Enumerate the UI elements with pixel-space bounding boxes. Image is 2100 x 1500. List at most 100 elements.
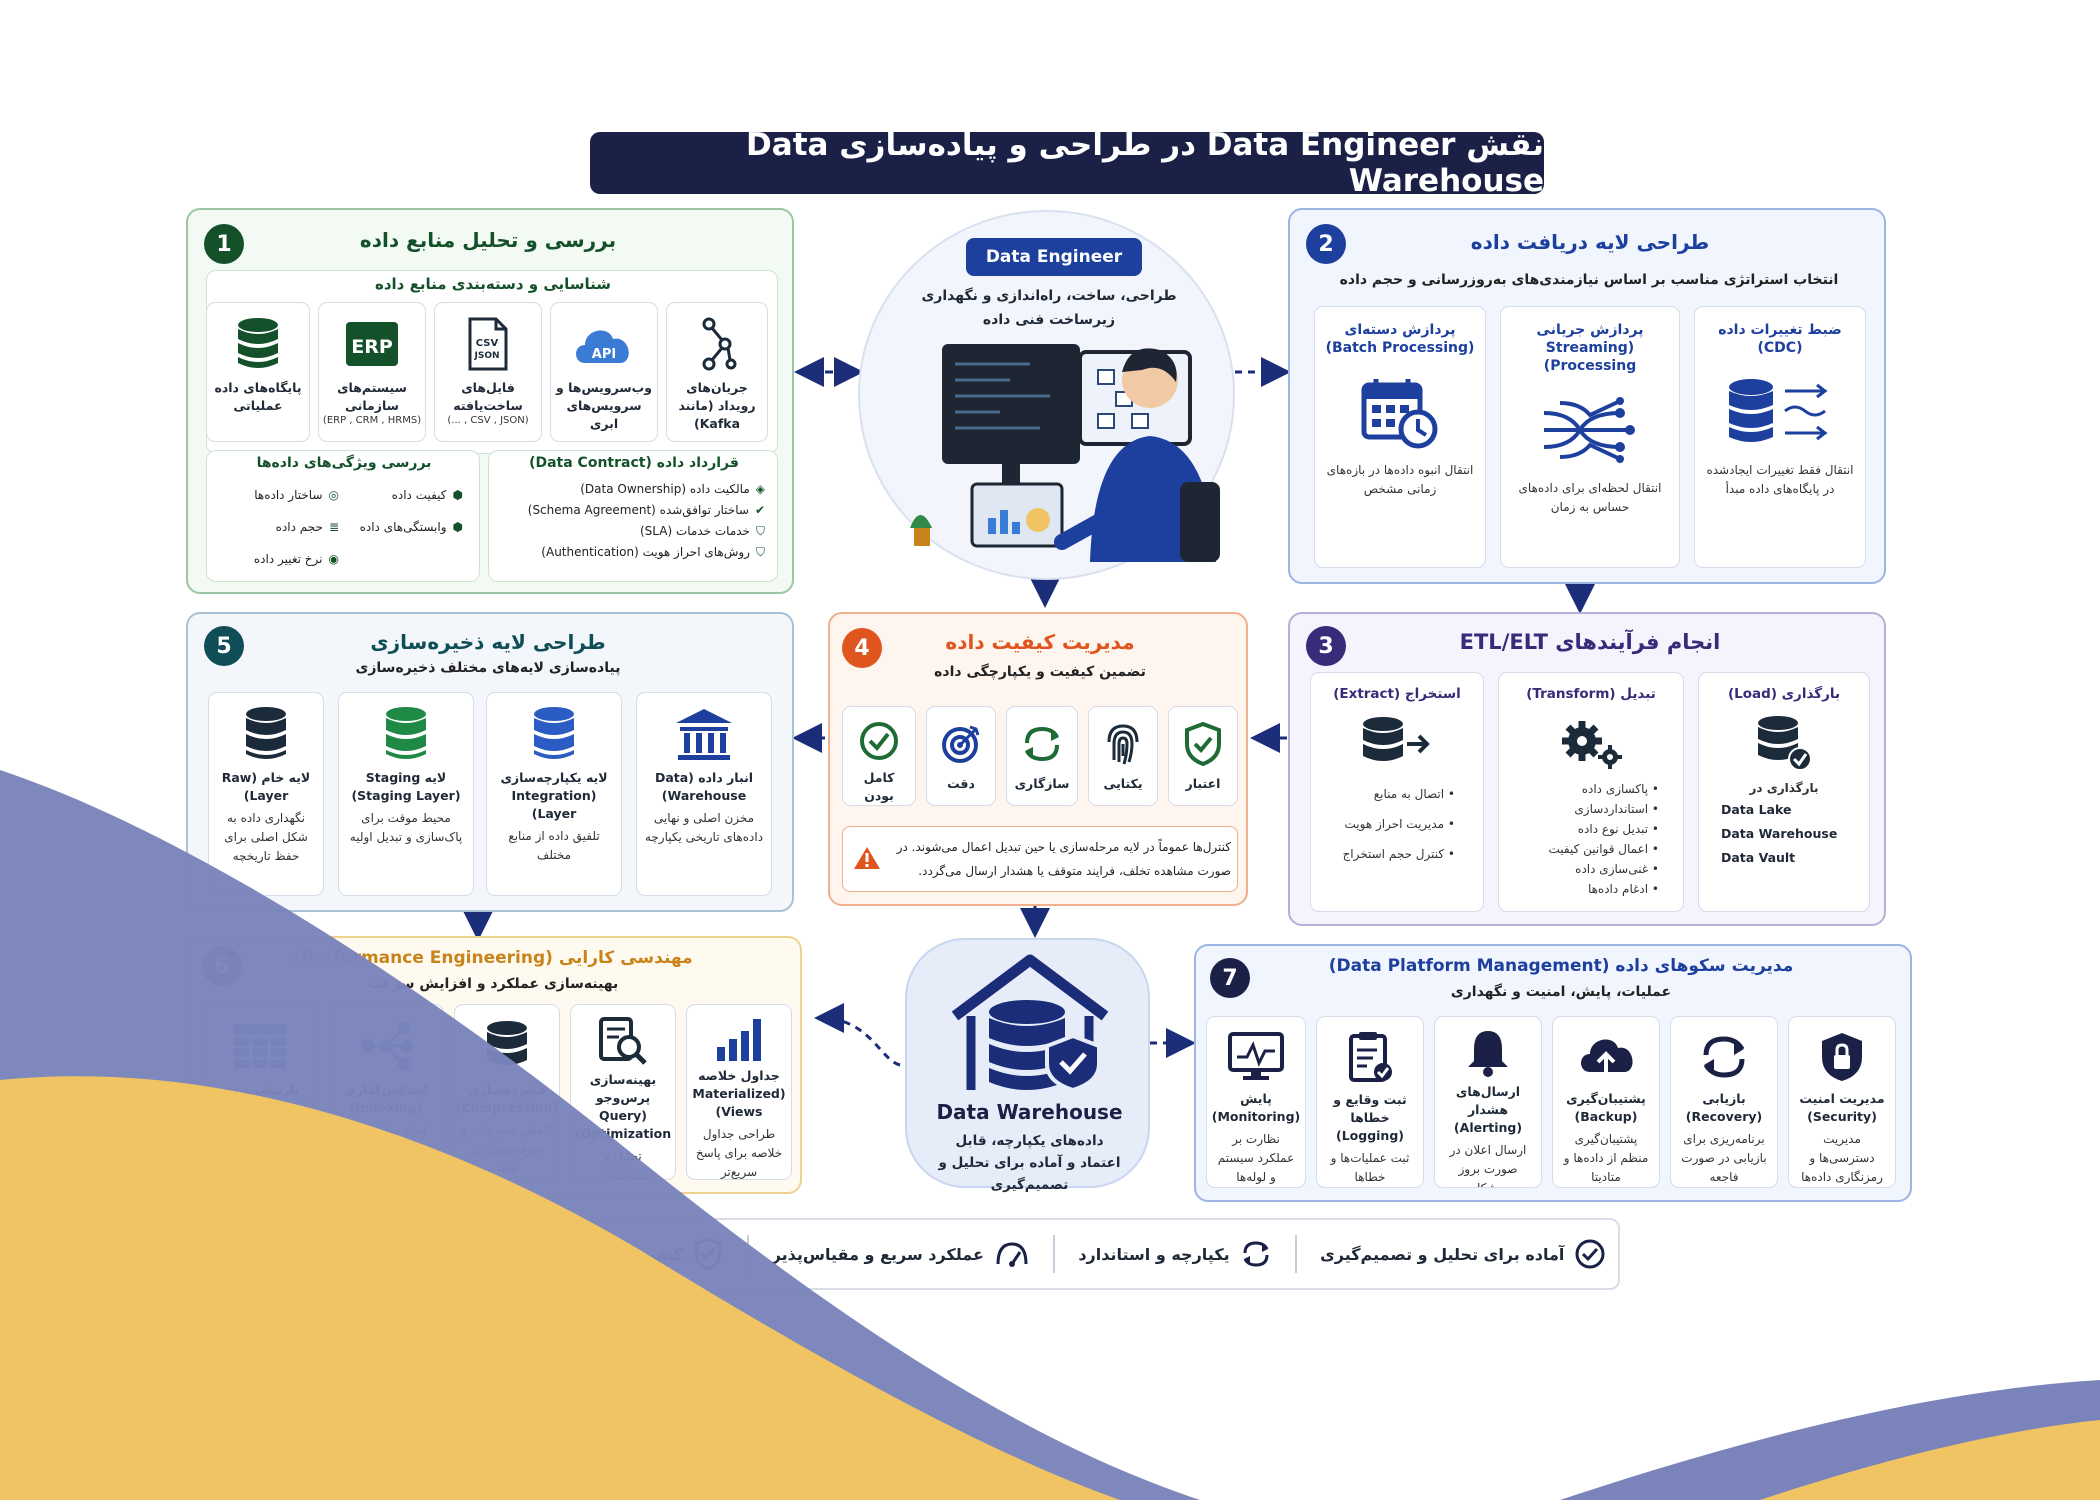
panel-title: طراحی لایه دریافت داده: [1470, 230, 1710, 254]
platform-card-security: مدیریت امنیت (Security)مدیریت دسترسی‌ها …: [1788, 1016, 1896, 1188]
perf-card-compression: فشرده‌سازی (Compression)کاهش حجم داده و …: [454, 1004, 560, 1180]
warehouse-description: داده‌های یکپارچه، قابل اعتماد و آماده بر…: [938, 1133, 1121, 1193]
quality-card-consistency: سازگاری: [1006, 706, 1078, 806]
panel-title: انجام فرآیندهای ETL/ELT: [1459, 630, 1721, 654]
compression-db-icon: [487, 1021, 527, 1065]
event-stream-icon: [702, 317, 737, 371]
panel-platform-management: 7 مدیریت سکوهای داده (Data Platform Mana…: [1194, 944, 1912, 1202]
transform-step: • اعمال قوانین کیفیت: [1548, 842, 1659, 856]
platform-card-monitoring: پایش (Monitoring)نظارت بر عملکرد سیستم و…: [1206, 1016, 1306, 1188]
panel-subtitle: پیاده‌سازی لایه‌های مختلف ذخیره‌سازی: [355, 660, 621, 676]
panel-number: 5: [204, 626, 244, 666]
cdc-icon: [1729, 379, 1828, 442]
sync-icon: [1025, 726, 1059, 762]
query-search-icon: [599, 1017, 647, 1065]
bar-chart-icon: [717, 1019, 761, 1061]
extract-step: • کنترل حجم استخراج: [1342, 847, 1455, 861]
check-circle-icon: [860, 722, 898, 760]
panel-etl-elt: 3 انجام فرآیندهای ETL/ELT بارگذاری (Load…: [1288, 612, 1886, 926]
panel-subtitle: انتخاب استراتژی مناسب بر اساس نیازمندی‌ه…: [1339, 272, 1839, 288]
divider: [1294, 1235, 1297, 1273]
quality-card-validity: اعتبار: [1168, 706, 1238, 806]
ingestion-card-streaming: پردازش جریانی (Streaming Processing) انت…: [1500, 306, 1680, 568]
divider: [1053, 1235, 1056, 1273]
erp-icon: ERP: [346, 322, 398, 366]
shield-check-icon: [1185, 722, 1221, 766]
benefit-item: یکپارچه و استاندارد: [1078, 1238, 1271, 1270]
warehouse-building-icon: [676, 709, 732, 760]
shield-check-icon: [694, 1237, 722, 1271]
benefit-item: کیفیت بالا و قابل اعتماد: [492, 1237, 724, 1271]
prop-item: ◉نرخ تغییر داده: [253, 552, 339, 566]
quality-card-uniqueness: یکتایی: [1088, 706, 1158, 806]
platform-card-alerting: ارسال‌های هشدار (Alerting)ارسال اعلان در…: [1434, 1016, 1542, 1188]
panel-number: 2: [1306, 224, 1346, 264]
extract-database-icon: [1363, 717, 1430, 761]
engineer-description: طراحی، ساخت، راه‌اندازی و نگهداری زیرساخ…: [921, 288, 1177, 328]
contract-item: ⛉خدمات خدمات (SLA): [639, 524, 765, 538]
svg-text:ERP: ERP: [351, 336, 393, 358]
storage-card-integration: لایه یکپارچه‌سازی (Integration Layer) تل…: [486, 692, 622, 896]
perf-card-materialized-views: جداول خلاصه (Materialized Views)طراحی جد…: [686, 1004, 792, 1180]
quality-card-accuracy: دقت: [926, 706, 996, 806]
storage-card-raw: لایه خام (Raw Layer) نگهداری داده به شکل…: [208, 692, 324, 896]
data-warehouse-hub: Data Warehouse داده‌های یکپارچه، قابل اع…: [905, 938, 1150, 1193]
speedometer-icon: [996, 1242, 1028, 1267]
source-card-operational-db: پایگاه‌های داده عملیاتی: [206, 302, 310, 442]
warehouse-shield-icon: [951, 954, 1109, 1093]
ingestion-card-batch: پردازش دسته‌ای (Batch Processing) انتقال…: [1314, 306, 1486, 568]
quality-warning-box: کنترل‌ها عموماً در لایه مرحله‌سازی یا حی…: [842, 826, 1238, 892]
panel-title: مدیریت سکوهای داده (Data Platform Manage…: [1328, 956, 1794, 976]
integration-db-icon: [534, 707, 574, 759]
lock-shield-icon: [1822, 1032, 1862, 1081]
data-contract-box: قرارداد داده (Data Contract) ◈مالکیت داد…: [488, 450, 778, 582]
divider: [746, 1235, 749, 1273]
platform-card-backup: پشتیبان‌گیری (Backup)پشتیبان‌گیری منظم ا…: [1552, 1016, 1660, 1188]
contract-item: ◈مالکیت داده (Data Ownership): [580, 482, 765, 496]
panel-subtitle: شناسایی و دسته‌بندی منابع داده: [374, 275, 612, 293]
panel-ingestion-layer: 2 طراحی لایه دریافت داده انتخاب استراتژی…: [1288, 208, 1886, 584]
data-engineer-hub: Data Engineer طراحی، ساخت، راه‌اندازی و …: [858, 210, 1235, 580]
panel-data-quality: 4 مدیریت کیفیت داده تضمین کیفیت و یکپارچ…: [828, 612, 1248, 906]
load-database-icon: [1758, 716, 1812, 771]
data-properties-box: بررسی ویژگی‌های داده‌ها ⬢کیفیت داده ◎ساخ…: [206, 450, 480, 582]
contract-item: ✔ساختار توافق‌شده (Schema Agreement): [527, 503, 765, 517]
contract-item: ⛉روش‌های احراز هویت (Authentication): [541, 545, 765, 559]
panel-number: 6: [202, 946, 242, 986]
partition-table-icon: [234, 1024, 286, 1068]
recovery-icon: [1703, 1035, 1745, 1078]
clipboard-log-icon: [1349, 1032, 1392, 1082]
quality-card-completeness: کامل بودن: [842, 706, 916, 806]
storage-card-staging: لایه Staging (Staging Layer) محیط موقت ب…: [338, 692, 474, 896]
ingestion-card-cdc: ضبط تغییرات داده (CDC) انتقال فقط تغییرا…: [1694, 306, 1866, 568]
bell-icon: [1468, 1031, 1508, 1077]
engineer-illustration: [910, 344, 1220, 562]
warehouse-title: Data Warehouse: [936, 1100, 1123, 1124]
api-cloud-icon: API: [576, 330, 629, 363]
engineer-badge: Data Engineer: [966, 238, 1142, 276]
target-icon: [942, 725, 980, 763]
panel-number: 7: [1210, 958, 1250, 998]
transform-step: • پاکسازی داده: [1581, 782, 1659, 796]
raw-db-icon: [246, 707, 286, 759]
benefit-item: آماده برای تحلیل و تصمیم‌گیری: [1320, 1238, 1606, 1270]
panel-subtitle: تضمین کیفیت و یکپارچگی داده: [934, 664, 1146, 680]
prop-item: ≣حجم داده: [275, 520, 339, 534]
transform-step: • تبدیل نوع داده: [1577, 822, 1659, 836]
transform-step: • ادغام داده‌ها: [1587, 882, 1659, 896]
storage-card-warehouse: انبار داده (Data Warehouse) مخزن اصلی و …: [636, 692, 772, 896]
panel-title: بررسی و تحلیل منابع داده: [359, 228, 617, 252]
quality-warning-text: کنترل‌ها عموماً در لایه مرحله‌سازی یا حی…: [896, 840, 1231, 878]
page-title: نقش Data Engineer در طراحی و پیاده‌سازی …: [590, 127, 1544, 199]
streaming-icon: [1543, 397, 1635, 463]
panel-title: مهندسی کارایی (Performance Engineering): [293, 948, 693, 968]
warning-icon: [854, 847, 880, 869]
panel-title: طراحی لایه ذخیره‌سازی: [370, 630, 606, 654]
panel-number: 3: [1306, 626, 1346, 666]
monitor-icon: [1228, 1031, 1284, 1080]
perf-card-query-optimization: بهینه‌سازی پرس‌وجو (Query Optimization)ت…: [570, 1004, 676, 1180]
panel-subtitle: بهینه‌سازی عملکرد و افزایش سرعت: [367, 976, 619, 992]
